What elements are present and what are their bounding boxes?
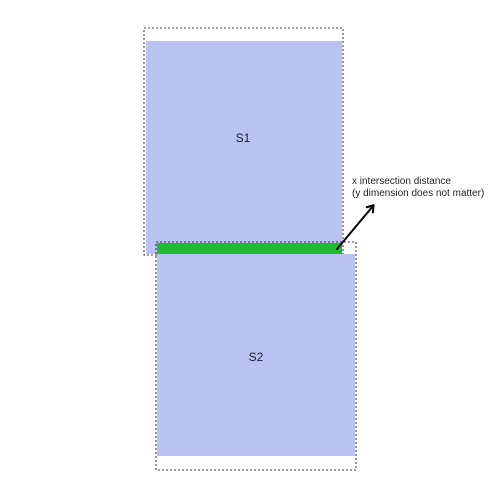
square-s2-fill bbox=[157, 254, 355, 456]
square-s2-label: S2 bbox=[249, 350, 264, 364]
annotation-line1: x intersection distance bbox=[352, 176, 451, 187]
annotation-line2: (y dimension does not matter) bbox=[352, 188, 484, 199]
square-s1: S1 bbox=[143, 27, 344, 256]
square-s2-border bbox=[155, 241, 357, 471]
intersection-bar bbox=[157, 243, 342, 254]
square-s1-fill bbox=[146, 41, 342, 254]
square-s2: S2 bbox=[155, 241, 357, 471]
square-s1-label: S1 bbox=[236, 131, 251, 145]
annotation-arrow bbox=[336, 204, 375, 250]
